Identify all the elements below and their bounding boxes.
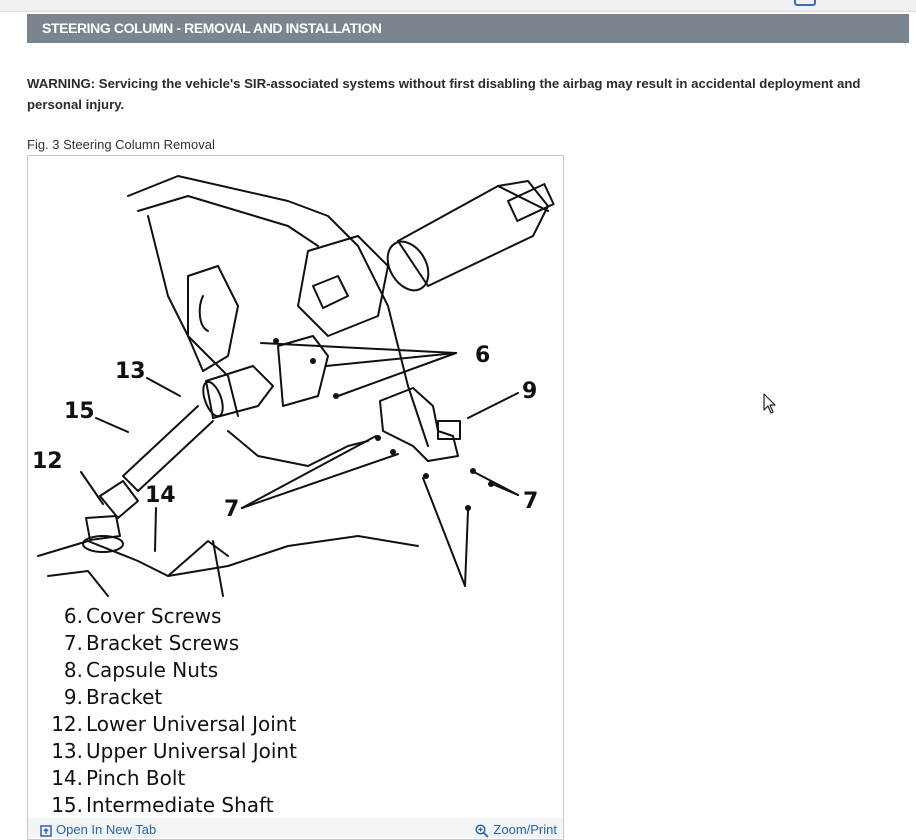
toolbar-icon[interactable] — [794, 0, 816, 6]
callout-14: 14 — [145, 483, 176, 508]
legend-item: 15.Intermediate Shaft — [51, 793, 274, 817]
figure-footer: Open In New Tab Zoom/Print — [28, 818, 563, 838]
zoom-icon — [475, 824, 490, 838]
callout-12: 12 — [32, 449, 63, 474]
figure-caption: Fig. 3 Steering Column Removal — [27, 137, 215, 152]
zoom-print-link[interactable]: Zoom/Print — [475, 822, 557, 838]
legend-item: 9.Bracket — [63, 685, 163, 709]
callout-7-left: 7 — [224, 497, 239, 522]
callout-6: 6 — [475, 343, 490, 368]
callout-8: 8 — [459, 599, 474, 601]
legend-item: 14.Pinch Bolt — [51, 766, 186, 790]
callout-15: 15 — [64, 399, 95, 424]
callout-9: 9 — [522, 379, 537, 404]
section-header: STEERING COLUMN - REMOVAL AND INSTALLATI… — [27, 14, 909, 43]
browser-top-bar — [0, 0, 916, 12]
legend-item: 7.Bracket Screws — [63, 631, 240, 655]
mouse-pointer-icon — [763, 393, 776, 414]
figure-frame: 6 13 15 12 14 7 9 7 8 6.Cover Screws 7.B… — [27, 155, 564, 840]
legend-item: 13.Upper Universal Joint — [51, 739, 297, 763]
callout-13: 13 — [115, 359, 146, 384]
steering-column-diagram: 6 13 15 12 14 7 9 7 8 — [32, 175, 555, 601]
legend-item: 12.Lower Universal Joint — [51, 712, 297, 736]
open-new-tab-icon — [40, 824, 52, 837]
warning-text: WARNING: Servicing the vehicle's SIR-ass… — [27, 76, 861, 112]
callout-7-right: 7 — [523, 489, 538, 514]
legend-item: 8.Capsule Nuts — [63, 658, 219, 682]
figure-legend: 6.Cover Screws 7.Bracket Screws 8.Capsul… — [42, 603, 297, 819]
legend-item: 6.Cover Screws — [63, 604, 222, 628]
open-new-tab-link[interactable]: Open In New Tab — [40, 822, 156, 837]
